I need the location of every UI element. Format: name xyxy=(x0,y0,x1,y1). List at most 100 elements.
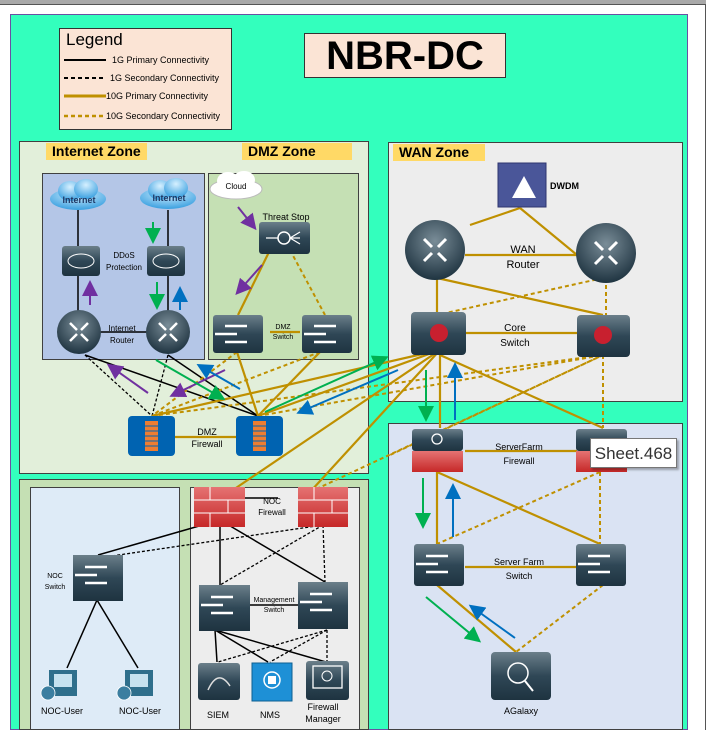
link-nocfw2-mgmt2 xyxy=(322,524,326,583)
serverfarm-switch-icon xyxy=(576,544,626,586)
serverfarm-firewall-icon xyxy=(412,429,463,472)
dmz-firewall-icon xyxy=(236,416,283,456)
solid-black-line-icon xyxy=(64,59,106,61)
cloud-icon xyxy=(209,171,263,200)
legend: Legend 1G Primary Connectivity 1G Second… xyxy=(59,28,232,130)
link-mgmt2-nms xyxy=(269,629,328,663)
management-switch-icon xyxy=(298,582,348,629)
arrow-cloud-threatstop xyxy=(237,206,257,231)
legend-label: 1G Secondary Connectivity xyxy=(110,73,220,83)
link-threatstop-dmzsw1 xyxy=(237,249,271,316)
link-sffw1-sfsw2 xyxy=(436,470,601,546)
link-sffw2-sfsw1 xyxy=(436,471,601,545)
internet-zone-label: Internet Zone xyxy=(46,143,147,160)
arrow-fw2-core xyxy=(264,355,389,413)
flow-arrows xyxy=(82,206,516,643)
serverfarm-firewall-label: ServerFarm Firewall xyxy=(495,442,543,466)
noc-firewall-icon xyxy=(194,487,245,527)
noc-user-pc-icon xyxy=(40,670,77,701)
link-mgmt1-siem xyxy=(214,629,218,663)
internet-router-icon xyxy=(146,310,190,354)
legend-item-1g-primary: 1G Primary Connectivity xyxy=(62,53,209,67)
link-mgmt2-siem xyxy=(217,629,328,663)
arrow-router-fw2 xyxy=(155,359,226,400)
noc-firewall-icon xyxy=(298,487,348,527)
wan-router-label: WAN Router xyxy=(506,244,540,271)
agalaxy-label: AGalaxy xyxy=(503,706,538,716)
arrow-sfsw-agalaxy xyxy=(425,596,482,643)
noc-switch-icon xyxy=(73,555,123,601)
wan-router-icon xyxy=(576,223,636,283)
internet-cloud-icon xyxy=(140,178,196,209)
window-top-bar xyxy=(0,0,706,5)
link-mgmt1-nms xyxy=(214,629,269,663)
noc-firewall-label: NOC Firewall xyxy=(258,497,286,517)
link-sfsw2-agalaxy xyxy=(515,584,604,653)
link-nocfw2-nocsw xyxy=(97,524,324,559)
dmz-firewall-icon xyxy=(128,416,175,456)
internet-router-icon xyxy=(57,310,101,354)
diagram-title: NBR-DC xyxy=(304,33,506,78)
management-switch-icon xyxy=(199,585,250,631)
ddos-protection-icon xyxy=(62,246,100,276)
solid-gold-line-icon xyxy=(64,94,106,98)
threat-stop-icon xyxy=(259,222,310,254)
link-dwdm-wan2 xyxy=(519,207,578,256)
serverfarm-switch-icon xyxy=(414,544,464,586)
arrow-fw-router1 xyxy=(106,363,149,394)
dmz-firewall-label: DMZ Firewall xyxy=(191,427,223,449)
link-dmzsw1-fw2 xyxy=(235,351,260,417)
firewall-manager-icon xyxy=(306,661,349,700)
dashed-black-line-icon xyxy=(64,77,106,79)
cloud-label: Cloud xyxy=(225,182,247,191)
core-switch-icon xyxy=(577,315,630,357)
wan-zone-label: WAN Zone xyxy=(393,144,485,161)
legend-label: 10G Primary Connectivity xyxy=(106,91,209,101)
legend-title: Legend xyxy=(66,30,123,49)
link-dmzsw2-fw1 xyxy=(151,351,321,417)
arrow-core-fw-return xyxy=(296,369,399,415)
arrow-agalaxy-sfsw-return xyxy=(468,604,516,639)
noc-user-label: NOC-User xyxy=(41,706,83,716)
firewall-manager-label: Firewall Manager xyxy=(305,702,341,724)
internet-router-label: Internet Router xyxy=(108,324,136,345)
core-switch-label: Core Switch xyxy=(500,323,530,349)
management-switch-label: Management Switch xyxy=(253,597,295,614)
shape-tooltip: Sheet.468 xyxy=(590,438,677,468)
noc-user-pc-icon xyxy=(116,670,153,701)
dmz-switch-icon xyxy=(302,315,352,353)
arrow-dmz-fw1 xyxy=(169,369,226,398)
dwdm-label: DWDM xyxy=(550,181,579,191)
serverfarm-switch-label: Server Farm Switch xyxy=(493,557,544,581)
internet-cloud-label: Internet xyxy=(62,195,96,205)
link-router1-fw1 xyxy=(84,354,153,417)
noc-user-label: NOC-User xyxy=(119,706,161,716)
siem-icon xyxy=(198,663,240,700)
legend-item-10g-secondary: 10G Secondary Connectivity xyxy=(62,109,220,123)
dashed-gold-line-icon xyxy=(64,114,106,118)
link-dmzsw1-fw1 xyxy=(151,351,238,417)
core-switch-icon xyxy=(411,312,466,355)
nms-icon xyxy=(251,662,293,702)
dmz-switch-icon xyxy=(213,315,263,353)
link-fw2-core xyxy=(257,348,441,418)
1g-secondary-links-noc xyxy=(97,524,328,663)
internet-cloud-icon xyxy=(50,179,106,210)
agalaxy-icon xyxy=(491,652,551,700)
ddos-protection-icon xyxy=(147,246,185,276)
noc-switch-label: NOC Switch xyxy=(44,573,66,591)
link-nocfw2-core xyxy=(309,349,441,493)
legend-item-1g-secondary: 1G Secondary Connectivity xyxy=(62,71,219,85)
link-dwdm-wan1 xyxy=(469,206,521,227)
10g-primary-links xyxy=(151,206,604,653)
dmz-zone-label: DMZ Zone xyxy=(242,143,352,160)
legend-label: 10G Secondary Connectivity xyxy=(106,111,221,121)
wan-router-icon xyxy=(405,220,465,280)
link-wan2-core1 xyxy=(436,277,604,316)
link-mgmt1-fwmgr xyxy=(214,629,327,663)
arrow-threatstop-dmzsw xyxy=(235,264,263,295)
ddos-protection-label: DDoS Protection xyxy=(105,251,143,272)
link-nocfw1-core xyxy=(229,349,441,493)
link-nocsw-user1 xyxy=(66,599,98,669)
